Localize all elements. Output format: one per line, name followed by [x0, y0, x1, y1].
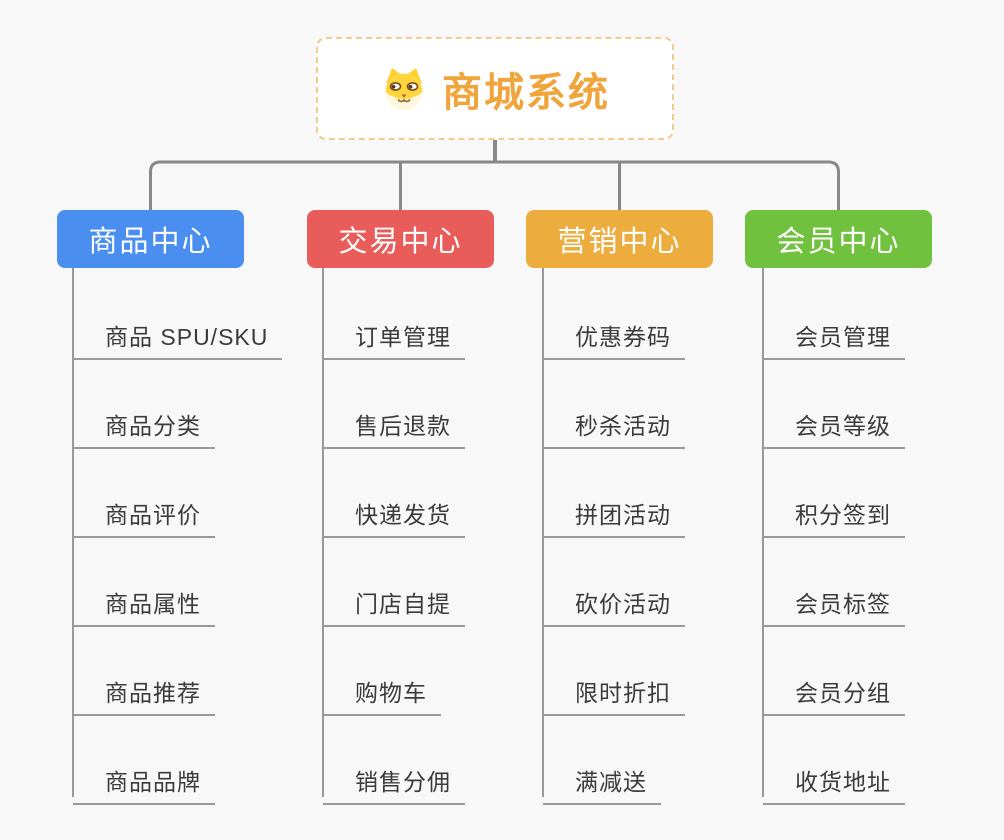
leaf-node-marketing-center-5[interactable]: 限时折扣: [543, 668, 685, 716]
leaf-node-product-center-4[interactable]: 商品属性: [73, 579, 215, 627]
leaf-node-product-center-5[interactable]: 商品推荐: [73, 668, 215, 716]
leaf-node-member-center-4[interactable]: 会员标签: [763, 579, 905, 627]
leaf-node-member-center-2[interactable]: 会员等级: [763, 401, 905, 449]
root-title: 商城系统: [442, 70, 610, 115]
branch-node-trade-center[interactable]: 交易中心: [307, 210, 494, 268]
root-node[interactable]: 商城系统: [316, 37, 674, 140]
leaf-node-member-center-3[interactable]: 积分签到: [763, 490, 905, 538]
leaf-node-trade-center-5[interactable]: 购物车: [323, 668, 441, 716]
leaf-node-trade-center-2[interactable]: 售后退款: [323, 401, 465, 449]
dog-face-icon: [380, 67, 428, 111]
leaf-node-member-center-1[interactable]: 会员管理: [763, 312, 905, 360]
leaf-node-marketing-center-6[interactable]: 满减送: [543, 757, 661, 805]
leaf-node-marketing-center-2[interactable]: 秒杀活动: [543, 401, 685, 449]
leaf-node-product-center-1[interactable]: 商品 SPU/SKU: [73, 312, 283, 360]
leaf-node-marketing-center-4[interactable]: 砍价活动: [543, 579, 685, 627]
leaf-node-trade-center-4[interactable]: 门店自提: [323, 579, 465, 627]
leaf-node-product-center-2[interactable]: 商品分类: [73, 401, 215, 449]
branch-node-product-center[interactable]: 商品中心: [57, 210, 244, 268]
leaf-node-marketing-center-1[interactable]: 优惠券码: [543, 312, 685, 360]
leaf-node-trade-center-1[interactable]: 订单管理: [323, 312, 465, 360]
leaf-node-product-center-6[interactable]: 商品品牌: [73, 757, 215, 805]
leaf-node-product-center-3[interactable]: 商品评价: [73, 490, 215, 538]
branch-node-member-center[interactable]: 会员中心: [745, 210, 932, 268]
leaf-node-trade-center-6[interactable]: 销售分佣: [323, 757, 465, 805]
leaf-node-trade-center-3[interactable]: 快递发货: [323, 490, 465, 538]
leaf-node-member-center-6[interactable]: 收货地址: [763, 757, 905, 805]
branch-node-marketing-center[interactable]: 营销中心: [526, 210, 713, 268]
leaf-node-marketing-center-3[interactable]: 拼团活动: [543, 490, 685, 538]
leaf-node-member-center-5[interactable]: 会员分组: [763, 668, 905, 716]
